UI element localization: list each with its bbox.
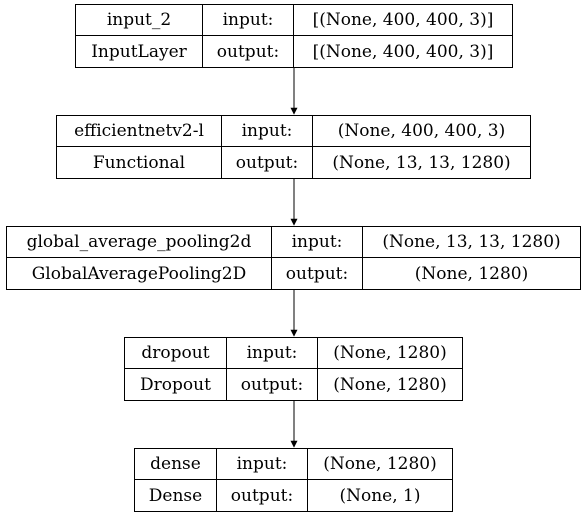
node-input-2: input_2 InputLayer input: output: [(None… xyxy=(75,4,513,68)
input-label: input: xyxy=(203,5,294,36)
output-label: output: xyxy=(227,369,318,400)
layer-class: InputLayer xyxy=(76,36,203,67)
output-shape: (None, 1) xyxy=(339,485,421,506)
input-label: input: xyxy=(222,116,313,147)
node-efficientnetv2-l: efficientnetv2-l Functional input: outpu… xyxy=(56,115,531,179)
output-shape: [(None, 400, 400, 3)] xyxy=(312,41,494,62)
input-shape: (None, 13, 13, 1280) xyxy=(363,227,580,258)
input-shape: (None, 1280) xyxy=(318,338,462,369)
layer-name: input_2 xyxy=(76,5,203,36)
node-dropout: dropout Dropout input: output: (None, 12… xyxy=(124,337,463,401)
layer-class: Dropout xyxy=(125,369,227,400)
layer-class: GlobalAveragePooling2D xyxy=(7,258,272,289)
layer-class: Functional xyxy=(57,147,222,178)
output-label: output: xyxy=(217,480,308,511)
layer-name: efficientnetv2-l xyxy=(57,116,222,147)
layer-name: dropout xyxy=(125,338,227,369)
node-dense: dense Dense input: output: (None, 1280) … xyxy=(134,448,453,512)
input-shape: (None, 400, 400, 3) xyxy=(313,116,530,147)
layer-name: dense xyxy=(135,449,217,480)
output-label: output: xyxy=(203,36,294,67)
output-label: output: xyxy=(272,258,363,289)
layer-name: global_average_pooling2d xyxy=(7,227,272,258)
input-label: input: xyxy=(227,338,318,369)
input-label: input: xyxy=(217,449,308,480)
input-label: input: xyxy=(272,227,363,258)
output-label: output: xyxy=(222,147,313,178)
output-shape: (None, 1280) xyxy=(414,263,529,284)
input-shape: (None, 1280) xyxy=(308,449,452,480)
input-shape: [(None, 400, 400, 3)] xyxy=(294,5,512,36)
node-global-average-pooling2d: global_average_pooling2d GlobalAveragePo… xyxy=(6,226,581,290)
layer-class: Dense xyxy=(135,480,217,511)
output-shape: (None, 1280) xyxy=(333,374,447,395)
output-shape: (None, 13, 13, 1280) xyxy=(332,152,511,173)
